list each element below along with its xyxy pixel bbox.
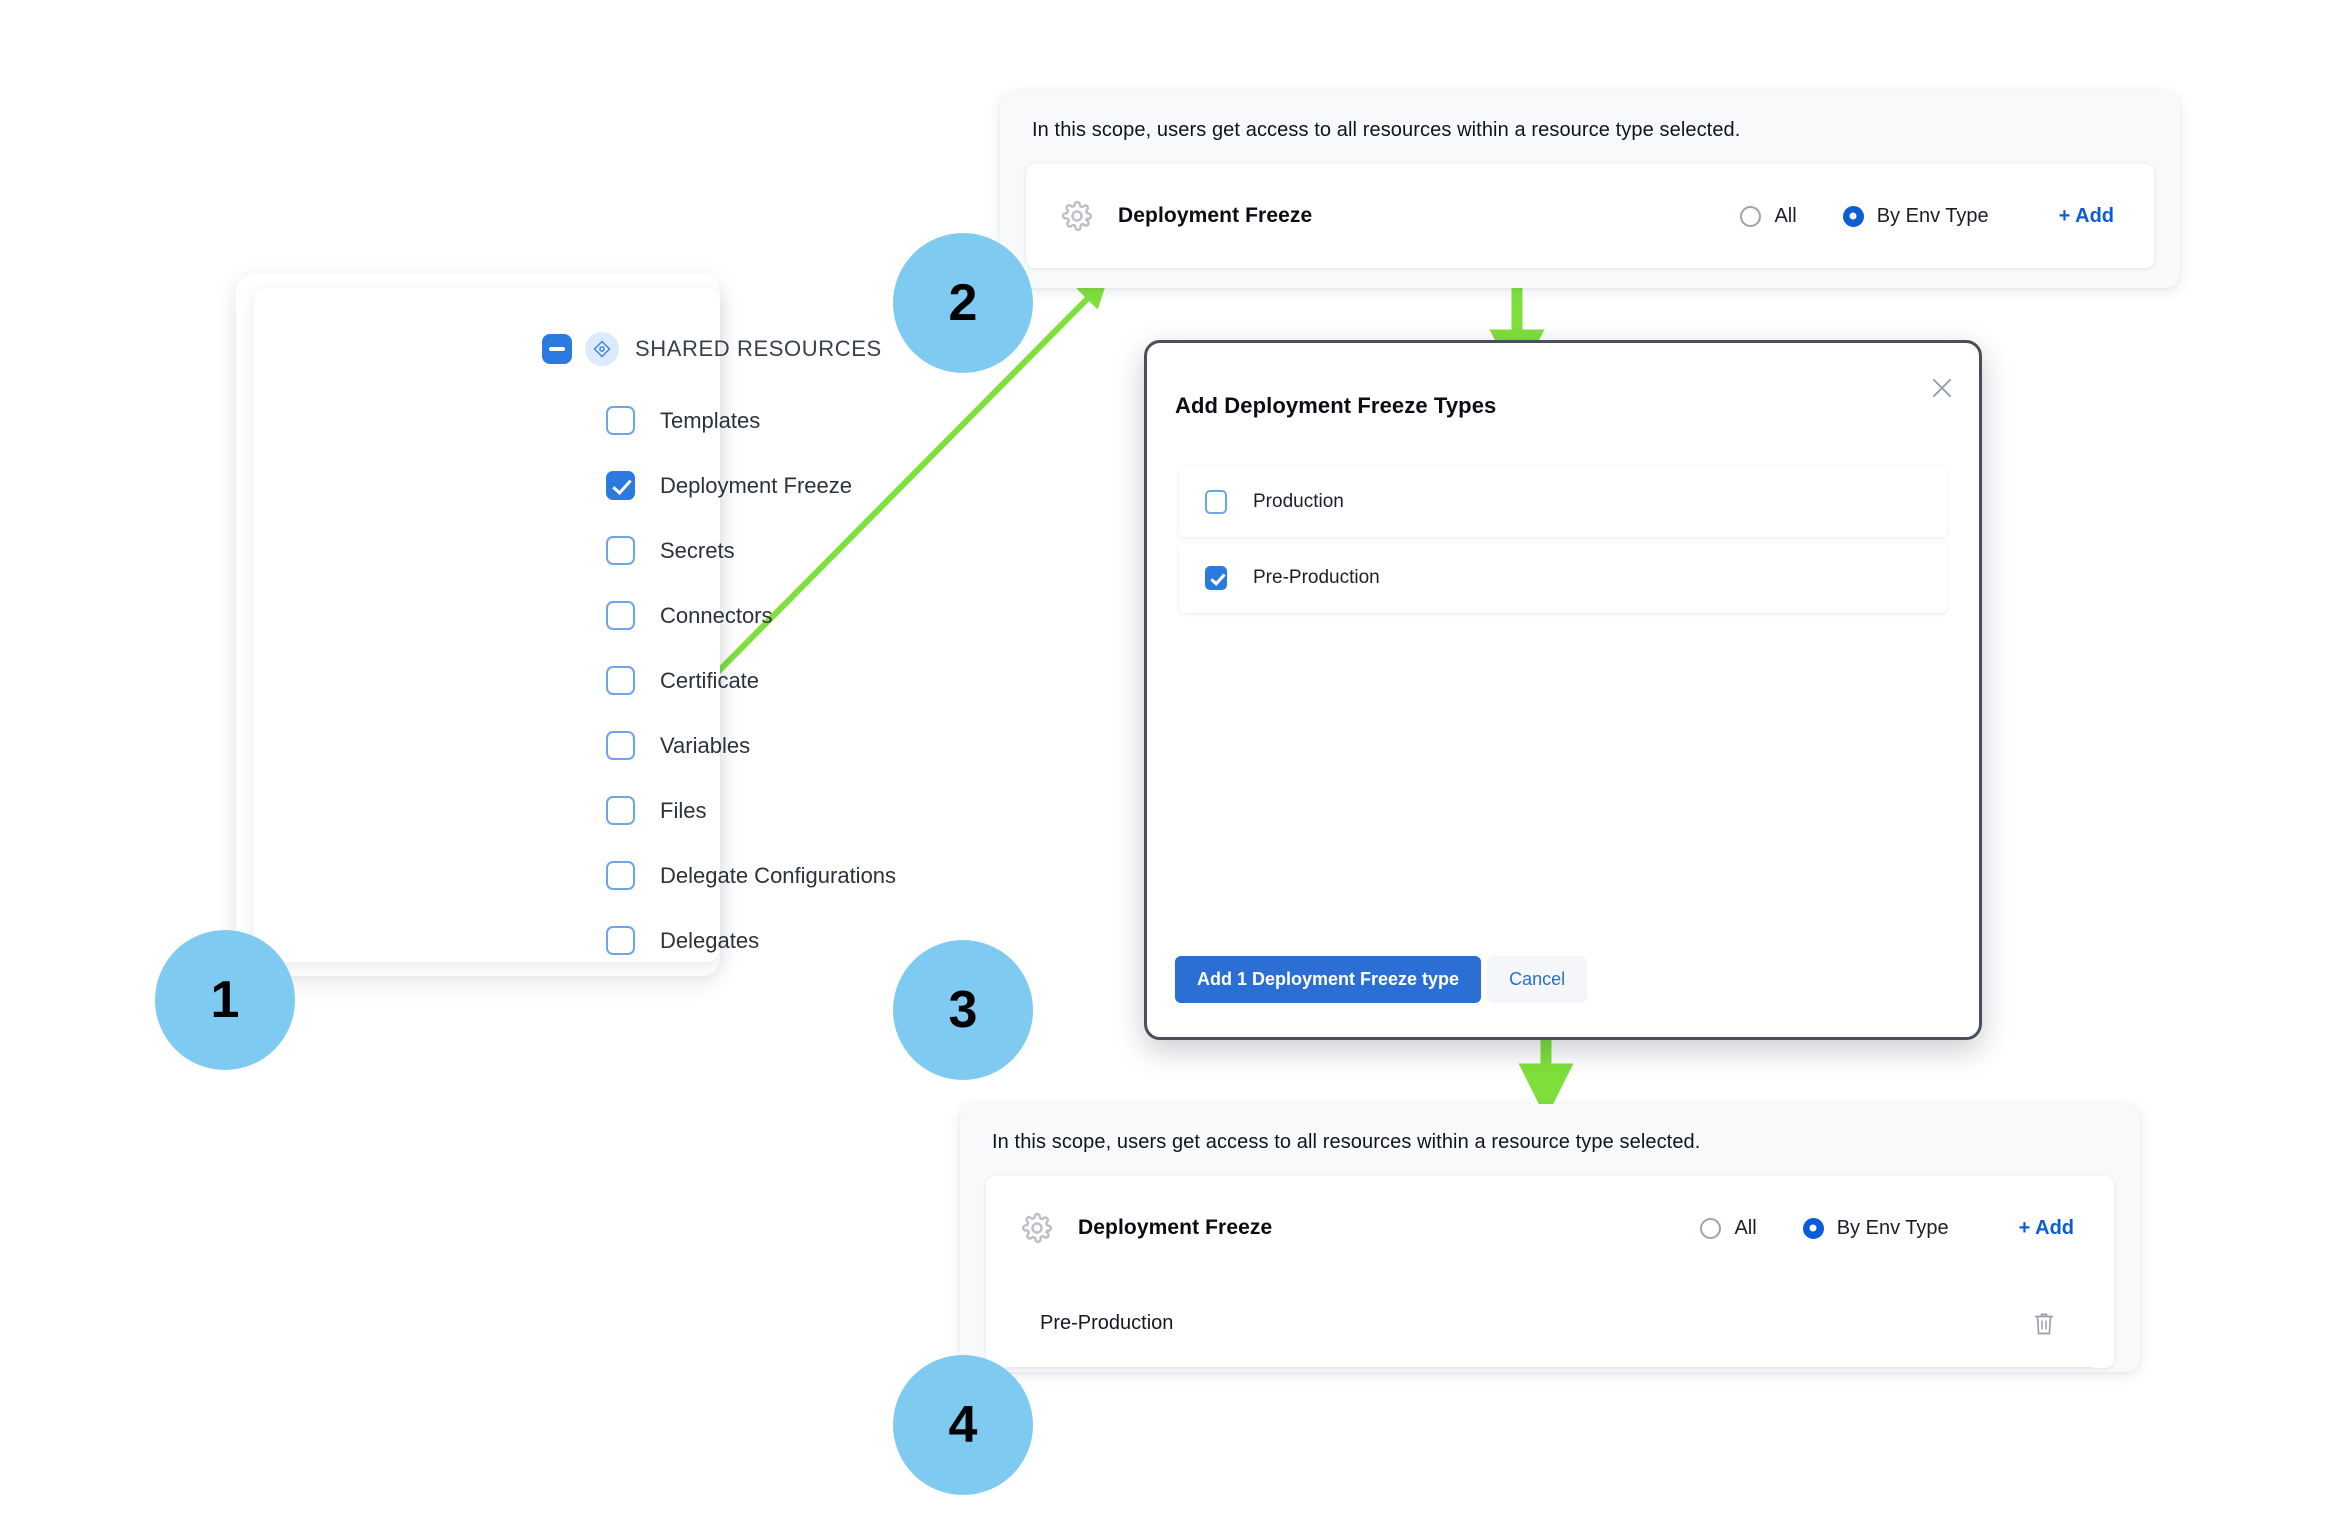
add-button[interactable]: + Add	[2018, 1216, 2074, 1239]
radio-option-by-env-type[interactable]: By Env Type	[1802, 1216, 1949, 1240]
resource-type-name: Deployment Freeze	[1078, 1216, 1273, 1239]
checkbox[interactable]	[606, 861, 635, 890]
checkbox[interactable]	[1205, 566, 1227, 590]
add-deployment-freeze-type-button[interactable]: Add 1 Deployment Freeze type	[1175, 956, 1482, 1003]
resource-type-name: Deployment Freeze	[1118, 204, 1313, 227]
checkbox[interactable]	[606, 926, 635, 955]
add-button[interactable]: + Add	[2058, 204, 2114, 227]
resource-row: Deployment Freeze All By Env Type + Add	[986, 1176, 2114, 1280]
radio-label: By Env Type	[1876, 204, 1989, 227]
gear-icon	[1061, 200, 1093, 232]
tree-item-files[interactable]: Files	[254, 778, 720, 843]
checkbox[interactable]	[606, 471, 635, 500]
tree-item-deployment-freeze[interactable]: Deployment Freeze	[254, 453, 852, 518]
tree-item-label: Secrets	[660, 537, 735, 563]
step-badge-1: 1	[155, 930, 295, 1070]
step-badge-label: 4	[948, 1396, 978, 1454]
scope-hint: In this scope, users get access to all r…	[992, 1131, 1701, 1153]
gear-icon	[1021, 1212, 1053, 1244]
scope-panel-top: In this scope, users get access to all r…	[1000, 92, 2180, 288]
tree-item-delegate-configurations[interactable]: Delegate Configurations	[254, 843, 896, 908]
step-badge-label: 2	[948, 274, 978, 332]
scope-panel-bottom: In this scope, users get access to all r…	[960, 1104, 2140, 1372]
tree-item-list: Templates Deployment Freeze Secrets Conn…	[254, 388, 896, 973]
radio-option-all[interactable]: All	[1740, 204, 1797, 228]
resource-row: Deployment Freeze All By Env Type + Add	[1026, 164, 2154, 268]
checkbox[interactable]	[606, 406, 635, 435]
step-badge-3: 3	[893, 940, 1033, 1080]
step-badge-label: 1	[210, 971, 240, 1029]
tree-item-connectors[interactable]: Connectors	[254, 583, 773, 648]
scope-radio-group: All By Env Type	[1700, 1216, 1949, 1240]
add-deployment-freeze-types-modal: Add Deployment Freeze Types Production P…	[1144, 340, 1982, 1040]
cancel-button[interactable]: Cancel	[1487, 956, 1588, 1003]
radio-label: All	[1774, 204, 1797, 227]
resource-type-card: Deployment Freeze All By Env Type + Add …	[986, 1176, 2114, 1368]
tree-item-variables[interactable]: Variables	[254, 713, 750, 778]
modal-option-pre-production[interactable]: Pre-Production	[1179, 543, 1947, 613]
radio-indicator[interactable]	[1802, 1217, 1824, 1239]
checkbox[interactable]	[606, 796, 635, 825]
radio-indicator[interactable]	[1700, 1217, 1722, 1239]
scope-hint: In this scope, users get access to all r…	[1032, 119, 1741, 141]
trash-icon[interactable]	[2032, 1311, 2056, 1337]
modal-footer: Add 1 Deployment Freeze type Cancel	[1175, 956, 1588, 1003]
checkbox[interactable]	[1205, 490, 1227, 514]
tree-item-templates[interactable]: Templates	[254, 388, 760, 453]
radio-option-by-env-type[interactable]: By Env Type	[1842, 204, 1989, 228]
checkbox[interactable]	[606, 601, 635, 630]
close-icon[interactable]	[1927, 373, 1957, 403]
tree-item-label: Delegate Configurations	[660, 862, 897, 888]
radio-indicator[interactable]	[1842, 205, 1864, 227]
tree-item-label: Connectors	[660, 602, 773, 628]
tree-item-delegates[interactable]: Delegates	[254, 908, 759, 973]
modal-option-list: Production Pre-Production	[1179, 467, 1947, 619]
step-badge-2: 2	[893, 233, 1033, 373]
tree-item-certificate[interactable]: Certificate	[254, 648, 759, 713]
modal-option-label: Production	[1253, 491, 1344, 512]
minus-icon[interactable]	[542, 334, 572, 364]
step-badge-label: 3	[948, 981, 978, 1039]
tree-item-label: Deployment Freeze	[660, 472, 852, 498]
tree-header: SHARED RESOURCES	[254, 332, 881, 366]
tree-item-label: Templates	[660, 407, 761, 433]
tree-item-label: Variables	[660, 732, 751, 758]
radio-option-all[interactable]: All	[1700, 1216, 1757, 1240]
shared-resources-tree-panel: SHARED RESOURCES Templates Deployment Fr…	[254, 288, 896, 962]
tree-item-label: Files	[660, 797, 707, 823]
modal-option-label: Pre-Production	[1253, 567, 1380, 588]
resource-type-card: Deployment Freeze All By Env Type + Add	[1026, 164, 2154, 268]
scope-radio-group: All By Env Type	[1740, 204, 1989, 228]
selected-env-type-label: Pre-Production	[1040, 1312, 1174, 1334]
tree-item-label: Delegates	[660, 927, 760, 953]
checkbox[interactable]	[606, 536, 635, 565]
selected-env-type-row: Pre-Production	[1006, 1280, 2094, 1368]
radio-label: All	[1734, 1216, 1757, 1239]
radio-label: By Env Type	[1836, 1216, 1949, 1239]
modal-option-production[interactable]: Production	[1179, 467, 1947, 537]
tree-item-label: Certificate	[660, 667, 760, 693]
checkbox[interactable]	[606, 666, 635, 695]
tree-title: SHARED RESOURCES	[635, 336, 882, 361]
tree-item-secrets[interactable]: Secrets	[254, 518, 735, 583]
modal-title: Add Deployment Freeze Types	[1175, 393, 1497, 418]
checkbox[interactable]	[606, 731, 635, 760]
radio-indicator[interactable]	[1740, 205, 1762, 227]
step-badge-4: 4	[893, 1355, 1033, 1495]
diamond-icon	[585, 332, 619, 366]
